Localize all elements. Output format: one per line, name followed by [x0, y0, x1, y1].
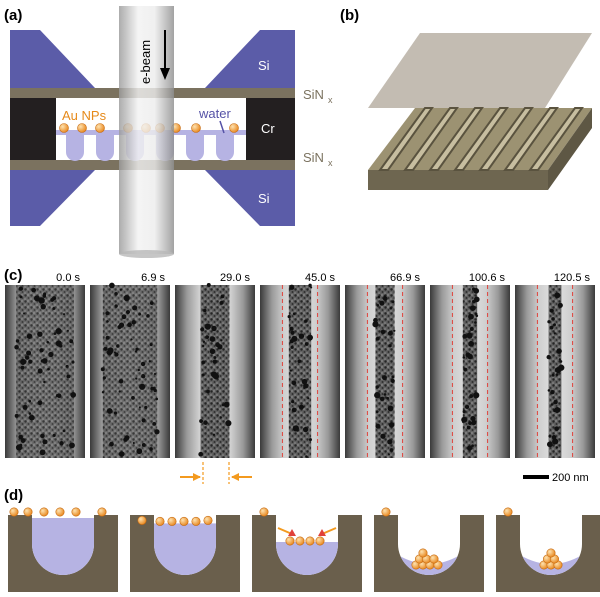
e-beam-label: e-beam	[138, 40, 153, 84]
scale-bar-label: 200 nm	[552, 472, 589, 484]
panel-b-label: (b)	[340, 7, 359, 24]
svg-text:SiN: SiN	[303, 150, 324, 165]
scale-bar	[523, 475, 549, 479]
frame-time-label: 66.9 s	[390, 272, 420, 284]
water-label: water	[198, 106, 231, 121]
water-arrow	[219, 120, 225, 134]
channel-substrate-side	[548, 108, 592, 190]
cr-block-right	[246, 98, 295, 160]
panel-d-label: (d)	[4, 487, 23, 504]
panel-d: (d)	[4, 487, 600, 592]
channel-stage	[496, 507, 600, 592]
si-top-label: Si	[258, 58, 270, 73]
frame-time-label: 0.0 s	[56, 272, 80, 284]
panel-a-label: (a)	[4, 7, 22, 24]
e-beam-arrow-head	[160, 68, 170, 80]
si-block-top-right	[205, 30, 295, 88]
panel-b: (b)	[340, 7, 592, 190]
svg-text:SiN: SiN	[303, 87, 324, 102]
width-indicator	[180, 462, 252, 484]
frame-time-label: 100.6 s	[469, 272, 506, 284]
tem-frame: 6.9 s	[90, 272, 170, 458]
channel-substrate-front	[368, 170, 548, 190]
sinx-top-label: SiN x	[303, 87, 333, 105]
panel-c: (c) 0.0 s 6.9 s 29.0 s 45.0 s 66.9 s 100.6 s 1…	[4, 267, 595, 484]
frame-time-label: 29.0 s	[220, 272, 250, 284]
cr-label: Cr	[261, 121, 275, 136]
tem-frame: 66.9 s	[345, 272, 425, 458]
si-block-top-left	[10, 30, 95, 88]
frame-time-label: 6.9 s	[141, 272, 165, 284]
tem-frames: 0.0 s 6.9 s 29.0 s 45.0 s 66.9 s 100.6 s 120.5…	[5, 272, 595, 458]
tem-frame: 45.0 s	[260, 272, 340, 458]
panel-c-label: (c)	[4, 267, 22, 284]
channel-grooves	[378, 107, 584, 171]
tem-frame: 29.0 s	[175, 272, 255, 458]
tem-frame: 120.5 s	[515, 272, 595, 458]
channel-stage	[374, 507, 484, 592]
svg-text:x: x	[328, 95, 333, 105]
e-beam-bottom	[119, 250, 174, 258]
cr-block-left	[10, 98, 56, 160]
channel-sequence	[8, 507, 600, 592]
sinx-bottom-label: SiN x	[303, 150, 333, 168]
frame-time-label: 120.5 s	[554, 272, 591, 284]
svg-text:x: x	[328, 158, 333, 168]
channel-stage	[8, 507, 118, 592]
si-block-bottom-left	[10, 170, 95, 226]
tem-frame: 100.6 s	[430, 272, 510, 458]
channel-stage	[252, 507, 362, 592]
top-membrane	[368, 33, 592, 108]
frame-time-label: 45.0 s	[305, 272, 335, 284]
tem-frame: 0.0 s	[5, 272, 85, 458]
si-block-bottom-right	[205, 170, 295, 226]
si-bottom-label: Si	[258, 191, 270, 206]
channel-stage	[130, 515, 240, 592]
panel-a: (a)	[4, 6, 333, 258]
au-nps-label: Au NPs	[62, 108, 107, 123]
